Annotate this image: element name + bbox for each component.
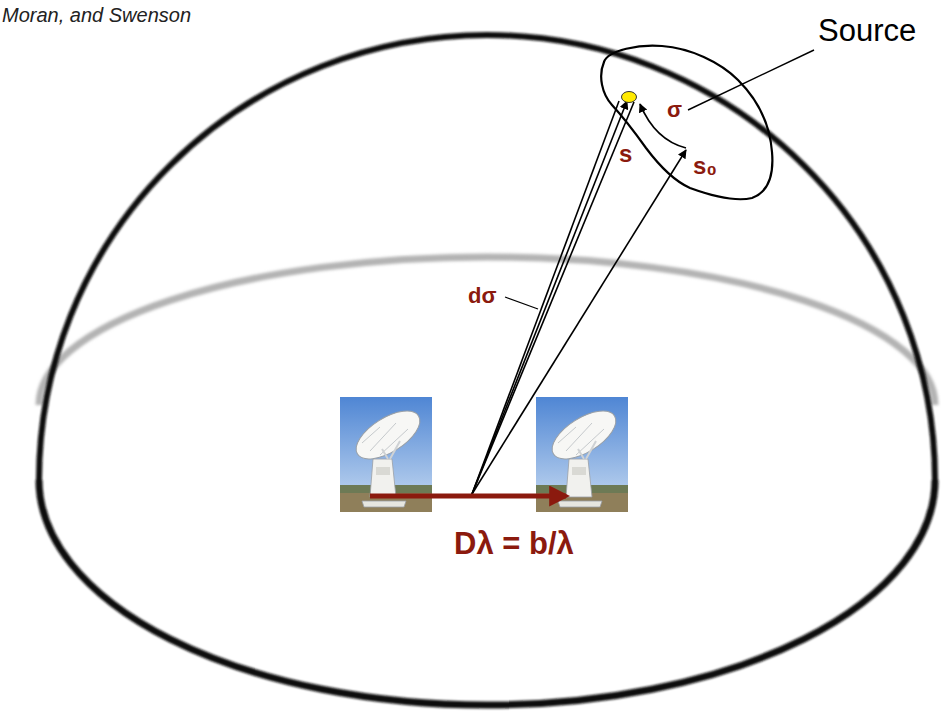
source-outline (601, 46, 772, 200)
leader-line (688, 50, 814, 110)
solid-angle-label: dσ (468, 284, 497, 308)
vector-label: s₀ (693, 153, 717, 179)
source-point (622, 92, 637, 103)
vector-label: s (619, 141, 632, 167)
dome-outline (39, 35, 935, 705)
horizon-arc (39, 257, 935, 405)
credit-text: Moran, and Swenson (2, 4, 191, 26)
direction-s0 (472, 150, 686, 494)
sigma-label: σ (667, 98, 682, 122)
leader-line (505, 297, 538, 309)
baseline-arrow (370, 494, 566, 499)
source-label: Source (818, 14, 916, 48)
baseline-label: Dλ = b/λ (454, 527, 574, 561)
